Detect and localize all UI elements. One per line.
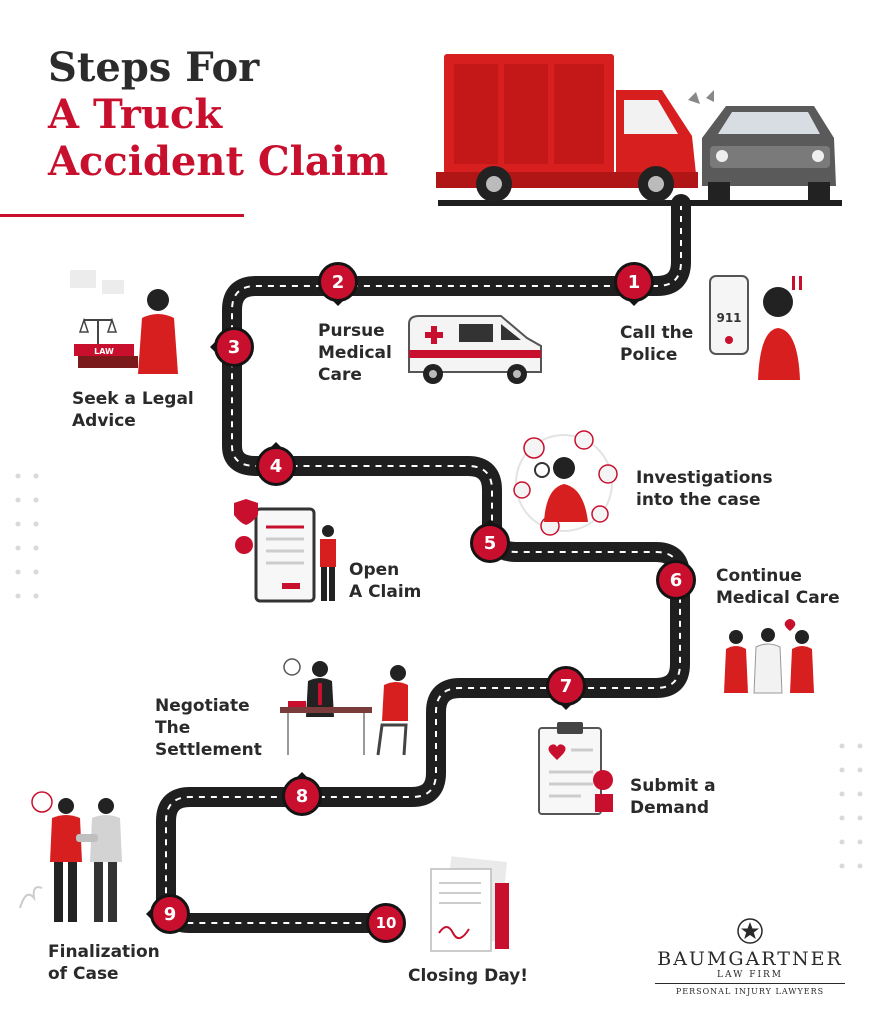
decorative-dots-right bbox=[839, 743, 863, 869]
firm-tagline: PERSONAL INJURY LAWYERS bbox=[655, 983, 845, 996]
demand-clipboard-illustration bbox=[538, 722, 613, 815]
step-marker-2: 2 bbox=[318, 262, 358, 306]
step-label-10: Closing Day! bbox=[408, 966, 529, 986]
negotiation-illustration bbox=[280, 658, 408, 756]
step-label-3: Seek a Legal Advice bbox=[72, 389, 194, 431]
star-emblem-icon bbox=[737, 918, 763, 944]
title-underline bbox=[0, 214, 244, 217]
page-title: Steps For A Truck Accident Claim bbox=[48, 44, 388, 185]
ambulance-illustration bbox=[408, 315, 542, 384]
firm-name: BAUMGARTNER bbox=[657, 948, 843, 970]
title-line-3: Accident Claim bbox=[48, 138, 389, 185]
step-marker-9: 9 bbox=[146, 894, 190, 934]
step-label-8: Negotiate The Settlement bbox=[155, 696, 262, 760]
step-label-1: Call the Police bbox=[620, 323, 694, 365]
step-marker-7: 7 bbox=[546, 666, 586, 710]
claim-form-illustration bbox=[234, 499, 336, 603]
step-marker-10: 10 bbox=[366, 903, 406, 943]
step-label-6: Continue Medical Care bbox=[716, 566, 840, 608]
phone-call-illustration: 911 bbox=[709, 275, 802, 380]
step-marker-5: 5 bbox=[470, 519, 510, 563]
step-marker-3: 3 bbox=[210, 327, 254, 367]
lawyer-illustration: LAW bbox=[70, 270, 178, 374]
step-label-2: Pursue Medical Care bbox=[318, 321, 392, 385]
title-line-2: A Truck bbox=[48, 91, 223, 138]
step-label-5: Investigations into the case bbox=[636, 468, 773, 510]
step-marker-1: 1 bbox=[614, 262, 654, 306]
truck-crash-illustration bbox=[436, 54, 842, 206]
step-label-9: Finalization of Case bbox=[48, 942, 160, 984]
closing-documents-illustration bbox=[430, 856, 509, 952]
law-book-text: LAW bbox=[94, 347, 114, 356]
investigation-illustration bbox=[513, 430, 618, 536]
firm-subtitle: LAW FIRM bbox=[716, 970, 783, 980]
step-marker-6: 6 bbox=[656, 560, 696, 600]
firm-logo: BAUMGARTNER LAW FIRM PERSONAL INJURY LAW… bbox=[655, 918, 845, 996]
medical-team-illustration bbox=[724, 619, 814, 694]
handshake-illustration bbox=[19, 791, 122, 922]
decorative-dots-left bbox=[15, 473, 39, 599]
phone-screen-text: 911 bbox=[716, 311, 741, 325]
step-label-7: Submit a Demand bbox=[630, 776, 716, 818]
step-label-4: Open A Claim bbox=[349, 560, 422, 602]
step-marker-8: 8 bbox=[282, 772, 322, 816]
step-marker-4: 4 bbox=[256, 442, 296, 486]
title-line-1: Steps For bbox=[48, 44, 260, 91]
